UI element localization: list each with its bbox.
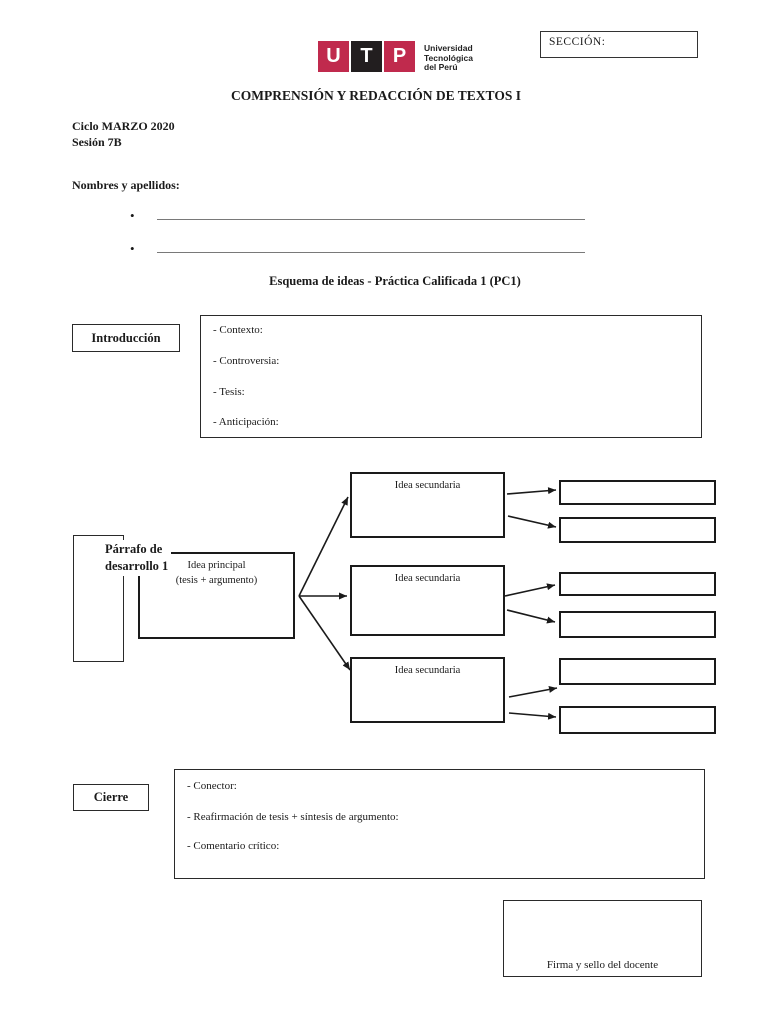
closing-item-comentario: - Comentario crítico: bbox=[187, 840, 280, 852]
session-label: Sesión 7B bbox=[72, 135, 122, 149]
closing-box[interactable]: - Conector: - Reafirmación de tesis + sí… bbox=[174, 769, 705, 879]
logo-letter-p-icon: P bbox=[384, 41, 415, 72]
utp-logo: U T P bbox=[318, 41, 415, 72]
bullet-icon: • bbox=[130, 208, 135, 223]
intro-item-tesis: - Tesis: bbox=[213, 386, 245, 398]
secondary-idea-label: Idea secundaria bbox=[394, 573, 461, 584]
signature-label: Firma y sello del docente bbox=[546, 959, 659, 971]
intro-item-contexto: - Contexto: bbox=[213, 324, 263, 336]
secondary-idea-box-2[interactable]: Idea secundaria bbox=[350, 565, 505, 636]
name-line[interactable]: ________________________________________… bbox=[156, 242, 585, 254]
paragraph-label-line: Párrafo de bbox=[105, 542, 163, 556]
introduction-box[interactable]: - Contexto: - Controversia: - Tesis: - A… bbox=[200, 315, 702, 438]
intro-item-anticipacion: - Anticipación: bbox=[213, 416, 279, 428]
paragraph-label-line: desarrollo 1 bbox=[105, 559, 169, 573]
intro-item-controversia: - Controversia: bbox=[213, 355, 280, 367]
closing-label: Cierre bbox=[93, 790, 129, 804]
bullet-icon: • bbox=[130, 241, 135, 256]
secondary-idea-box-1[interactable]: Idea secundaria bbox=[350, 472, 505, 538]
logo-letter-u-icon: U bbox=[318, 41, 349, 72]
paragraph-development-label: Párrafo de desarrollo 1 bbox=[102, 540, 172, 576]
closing-item-reafirmacion: - Reafirmación de tesis + síntesis de ar… bbox=[187, 811, 399, 823]
tertiary-box-1b[interactable] bbox=[559, 517, 716, 543]
tertiary-box-1a[interactable] bbox=[559, 480, 716, 505]
names-heading: Nombres y apellidos: bbox=[72, 178, 180, 192]
name-entry-row: • ______________________________________… bbox=[130, 209, 585, 227]
tertiary-box-2b[interactable] bbox=[559, 611, 716, 638]
cycle-label: Ciclo MARZO 2020 bbox=[72, 119, 175, 133]
logo-name-line: Tecnológica bbox=[424, 52, 473, 63]
closing-label-box: Cierre bbox=[73, 784, 149, 811]
utp-logo-name: Universidad Tecnológica del Perú bbox=[424, 43, 473, 73]
main-idea-label-line: (tesis + argumento) bbox=[175, 575, 258, 586]
logo-letter-t-icon: T bbox=[351, 41, 382, 72]
name-line[interactable]: ________________________________________… bbox=[156, 209, 585, 221]
name-entry-row: • ______________________________________… bbox=[130, 242, 585, 260]
secondary-idea-label: Idea secundaria bbox=[394, 665, 461, 676]
secondary-idea-box-3[interactable]: Idea secundaria bbox=[350, 657, 505, 723]
introduction-label-box: Introducción bbox=[72, 324, 180, 352]
activity-title: Esquema de ideas - Práctica Calificada 1… bbox=[269, 274, 521, 288]
development-side-box[interactable] bbox=[73, 535, 124, 662]
logo-name-line: del Perú bbox=[424, 62, 458, 72]
logo-name-line: Universidad bbox=[424, 43, 473, 53]
introduction-label: Introducción bbox=[91, 330, 161, 345]
seccion-label: SECCIÓN: bbox=[549, 36, 606, 48]
signature-box[interactable]: Firma y sello del docente bbox=[503, 900, 702, 977]
tertiary-box-3a[interactable] bbox=[559, 658, 716, 685]
closing-item-conector: - Conector: bbox=[187, 780, 237, 792]
tertiary-box-3b[interactable] bbox=[559, 706, 716, 734]
course-title: COMPRENSIÓN Y REDACCIÓN DE TEXTOS I bbox=[231, 88, 521, 103]
main-idea-box[interactable]: Idea principal (tesis + argumento) bbox=[138, 552, 295, 639]
tertiary-box-2a[interactable] bbox=[559, 572, 716, 596]
seccion-field[interactable]: SECCIÓN: bbox=[540, 31, 698, 58]
secondary-idea-label: Idea secundaria bbox=[394, 480, 461, 491]
main-idea-label-line: Idea principal bbox=[187, 560, 246, 571]
